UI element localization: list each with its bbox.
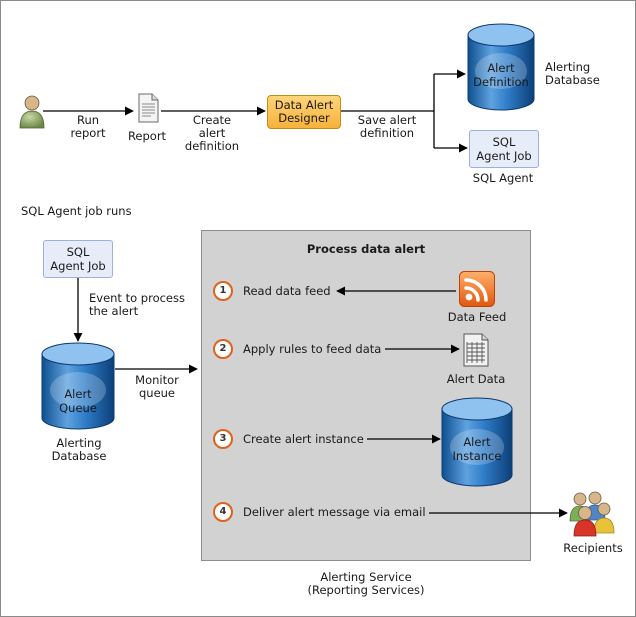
step-2-badge: 2 (213, 339, 233, 359)
sql-agent-label: SQL Agent (472, 171, 534, 185)
recipients-label: Recipients (563, 541, 623, 555)
data-grid-icon (463, 333, 489, 367)
people-group-icon (569, 491, 615, 537)
step-4-badge: 4 (213, 502, 233, 522)
alert-definition-database-icon (467, 23, 535, 111)
rss-feed-icon (459, 271, 495, 307)
alert-instance-database-icon (441, 397, 513, 487)
report-label: Report (127, 129, 167, 143)
step-1-label: Read data feed (243, 284, 331, 298)
step-2-label: Apply rules to feed data (243, 342, 382, 356)
step-3-badge: 3 (213, 429, 233, 449)
process-data-alert-title: Process data alert (306, 242, 426, 256)
document-icon (138, 93, 159, 123)
data-feed-label: Data Feed (447, 310, 507, 324)
step-1-badge: 1 (213, 281, 233, 301)
alert-queue-database-icon (41, 342, 115, 430)
step-4-label: Deliver alert message via email (243, 505, 426, 519)
alerting-service-label: Alerting Service(Reporting Services) (307, 570, 425, 597)
alert-data-label: Alert Data (446, 372, 506, 386)
sql-agent-job-runs-label: SQL Agent job runs (21, 204, 132, 218)
step-3-label: Create alert instance (243, 432, 364, 446)
person-icon (19, 95, 45, 129)
